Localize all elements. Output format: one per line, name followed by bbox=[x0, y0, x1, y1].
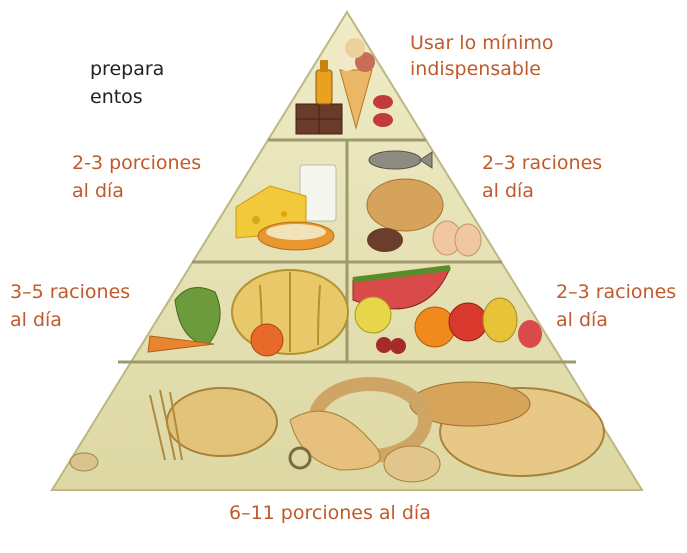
clipped-text-line-2: entos bbox=[90, 86, 143, 108]
pyramid-body bbox=[50, 10, 644, 491]
label-level3-left-line-2: al día bbox=[10, 309, 62, 331]
protein-icon bbox=[366, 150, 482, 257]
label-top-line-1: Usar lo mínimo bbox=[410, 32, 554, 54]
label-bottom: 6–11 porciones al día bbox=[229, 502, 431, 524]
dairy-icon bbox=[235, 164, 337, 251]
sweets-icon bbox=[295, 38, 393, 135]
label-level3-right-line-1: 2–3 raciones bbox=[556, 281, 677, 303]
vegetables-icon bbox=[147, 269, 349, 357]
fruits-icon bbox=[352, 265, 542, 354]
label-level2-right-line-1: 2–3 raciones bbox=[482, 152, 603, 174]
clipped-text-line-1: prepara bbox=[90, 58, 165, 80]
label-level2-left-line-1: 2-3 porciones bbox=[72, 152, 202, 174]
label-level2-right-line-2: al día bbox=[482, 180, 534, 202]
grains-icon bbox=[69, 377, 605, 483]
label-top-line-2: indispensable bbox=[410, 58, 541, 80]
label-level3-right-line-2: al día bbox=[556, 309, 608, 331]
label-level3-left-line-1: 3–5 raciones bbox=[10, 281, 131, 303]
label-level2-left-line-2: al día bbox=[72, 180, 124, 202]
